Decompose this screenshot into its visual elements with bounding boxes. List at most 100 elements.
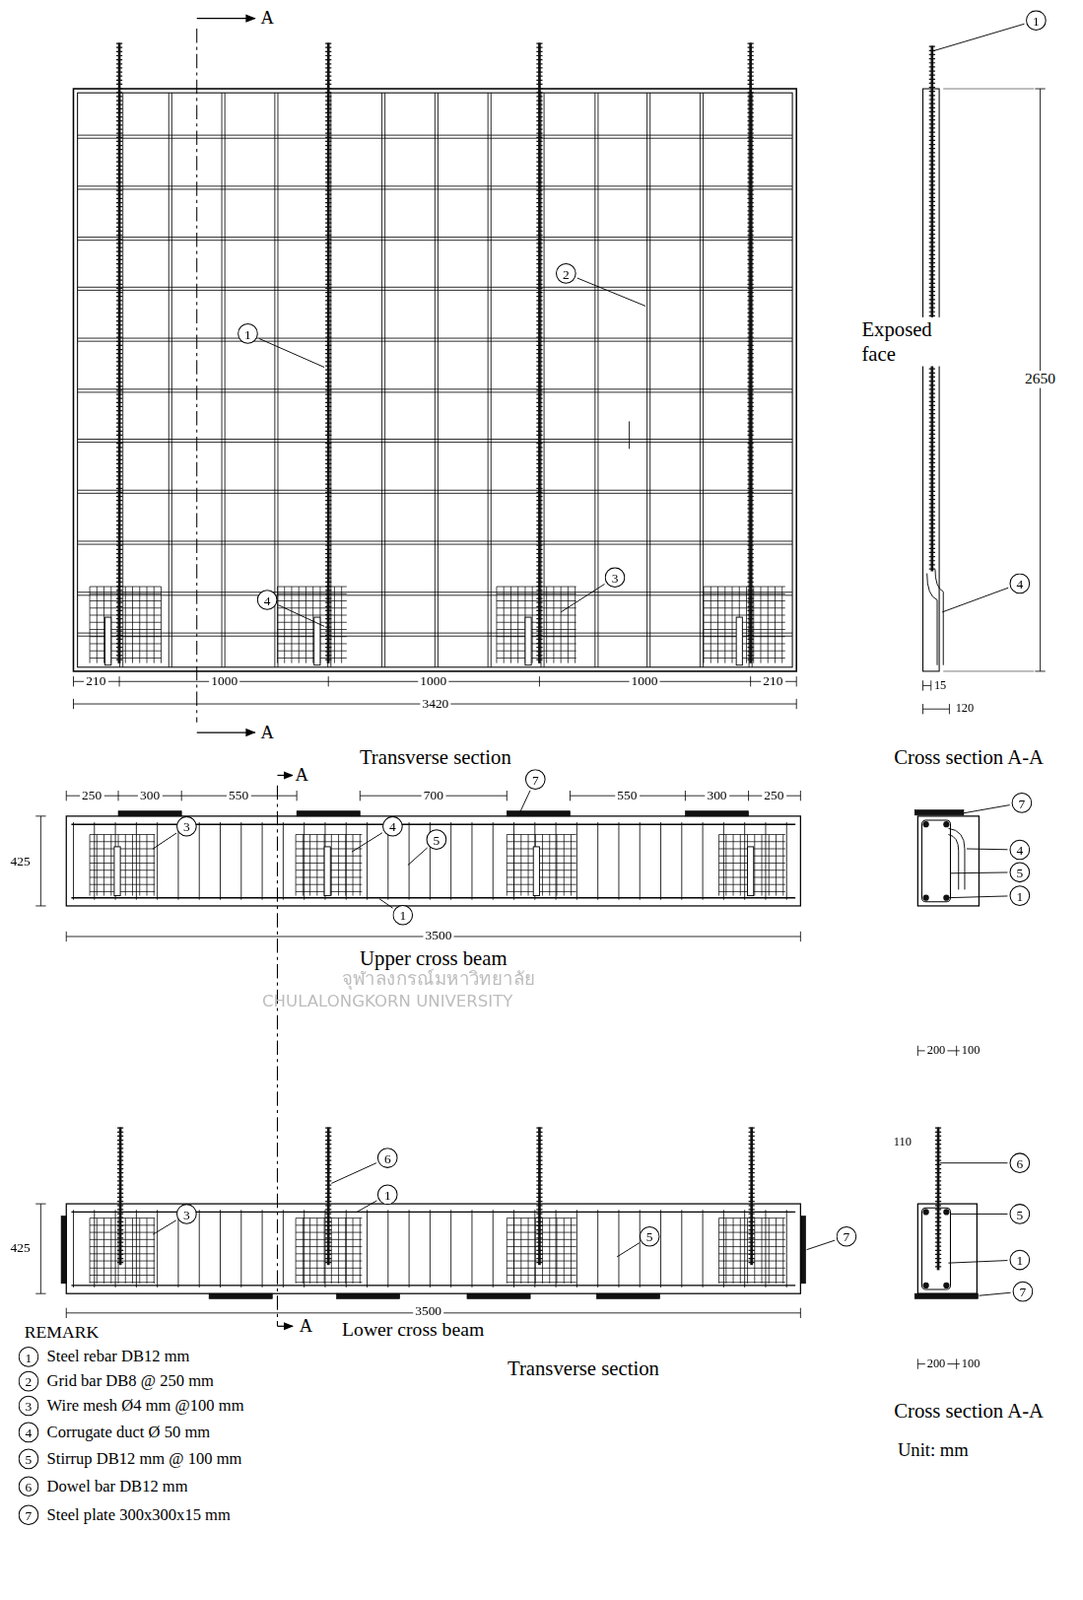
wire-mesh — [295, 833, 297, 895]
wire-mesh — [719, 1267, 786, 1269]
dimension: 550 — [614, 787, 639, 803]
callout-circle: 5 — [1009, 861, 1030, 882]
grid-bar — [384, 92, 386, 668]
stirrup — [240, 1209, 242, 1287]
leader-line — [807, 1239, 836, 1250]
steel-rebar — [325, 42, 332, 663]
wire-mesh — [768, 833, 770, 895]
dimension-tick — [917, 1045, 919, 1056]
view-title: Upper cross beam — [357, 947, 510, 971]
dimension: 2650 — [1022, 370, 1058, 389]
wire-mesh — [767, 586, 769, 664]
steel-rebar — [930, 46, 934, 572]
steel-rebar — [747, 42, 754, 663]
callout-circle: 7 — [18, 1503, 40, 1525]
wire-mesh — [298, 586, 300, 664]
wire-mesh — [506, 1260, 576, 1262]
callout-number: 3 — [611, 570, 619, 584]
rebar-dot — [923, 1282, 930, 1288]
stirrup — [617, 1209, 619, 1287]
dimension-tick — [66, 1307, 68, 1318]
steel-plate — [208, 1292, 272, 1298]
wire-mesh — [89, 1260, 155, 1262]
dimension-tick — [922, 703, 924, 714]
steel-rebar — [116, 42, 123, 663]
wire-mesh — [103, 1218, 105, 1284]
wire-mesh — [295, 1218, 297, 1284]
grid-bar — [77, 388, 793, 390]
callout-circle: 1 — [1009, 1249, 1030, 1271]
leader-line — [942, 587, 1009, 612]
stirrup — [366, 1209, 368, 1287]
stirrup — [387, 1209, 389, 1287]
wire-mesh — [125, 1218, 127, 1284]
wire-mesh — [703, 628, 786, 630]
steel-rebar — [327, 42, 331, 663]
callout-circle: 1 — [377, 1183, 399, 1205]
wire-mesh — [563, 833, 565, 895]
callout-number: 1 — [384, 1187, 392, 1201]
wire-mesh — [506, 840, 576, 842]
dimension-tick — [955, 1045, 957, 1056]
callout-number: 5 — [1015, 1207, 1023, 1220]
section-line — [196, 28, 198, 723]
dimension: 120 — [953, 701, 977, 716]
dimension-tick — [296, 790, 298, 801]
stirrup — [744, 1209, 745, 1287]
steel-plate — [684, 811, 748, 816]
wire-mesh — [153, 833, 155, 895]
stirrup — [262, 821, 264, 900]
section-letter: A — [258, 7, 276, 29]
wire-mesh — [710, 586, 712, 664]
callout-number: 7 — [25, 1507, 33, 1521]
dimension-tick — [118, 790, 120, 801]
callout-number: 1 — [399, 908, 407, 922]
wire-mesh — [725, 833, 727, 895]
grid-bar — [168, 92, 170, 668]
callout-circle: 2 — [18, 1370, 40, 1392]
grid-bar — [649, 92, 651, 668]
dimension-tick — [359, 790, 361, 801]
stirrup — [450, 1209, 452, 1287]
wire-mesh — [138, 1218, 140, 1284]
wire-mesh — [548, 1218, 550, 1284]
wire-mesh — [506, 1231, 576, 1233]
callout-number: 6 — [384, 1150, 392, 1164]
remark-heading: REMARK — [22, 1321, 101, 1342]
panel-inner-outline — [77, 92, 793, 668]
callout-number: 5 — [1015, 865, 1023, 879]
wire-mesh — [138, 833, 140, 895]
leader-line — [947, 1260, 1008, 1264]
grid-bar — [381, 92, 383, 668]
wire-mesh — [560, 586, 562, 664]
stirrup — [72, 821, 74, 900]
dimension-tick — [684, 790, 686, 801]
callout-number: 7 — [843, 1228, 851, 1242]
grid-bar — [77, 239, 793, 241]
dimension-tick — [800, 790, 802, 801]
wire-mesh — [110, 833, 112, 895]
callout-circle: 5 — [426, 828, 448, 850]
wire-mesh — [718, 1218, 720, 1284]
wire-mesh — [89, 862, 155, 864]
callout-number: 1 — [1015, 888, 1023, 902]
grid-bar — [646, 92, 648, 668]
wire-mesh — [276, 635, 346, 637]
dimension-tick — [539, 676, 541, 686]
stirrup — [702, 1209, 704, 1287]
dimension-tick — [796, 676, 798, 686]
stirrup — [219, 1209, 221, 1287]
wire-mesh — [276, 642, 346, 644]
grid-bar — [77, 540, 793, 542]
leader-line — [933, 23, 1025, 52]
dimension: 100 — [959, 1355, 983, 1370]
callout-circle: 3 — [605, 566, 626, 588]
wire-mesh — [132, 833, 134, 895]
callout-number: 4 — [264, 593, 271, 607]
stirrup — [492, 821, 494, 900]
section-line — [276, 785, 278, 1326]
wire-mesh — [506, 862, 576, 864]
wire-mesh — [153, 1218, 155, 1284]
wire-mesh — [535, 1218, 537, 1284]
dowel-bar — [119, 1126, 123, 1265]
